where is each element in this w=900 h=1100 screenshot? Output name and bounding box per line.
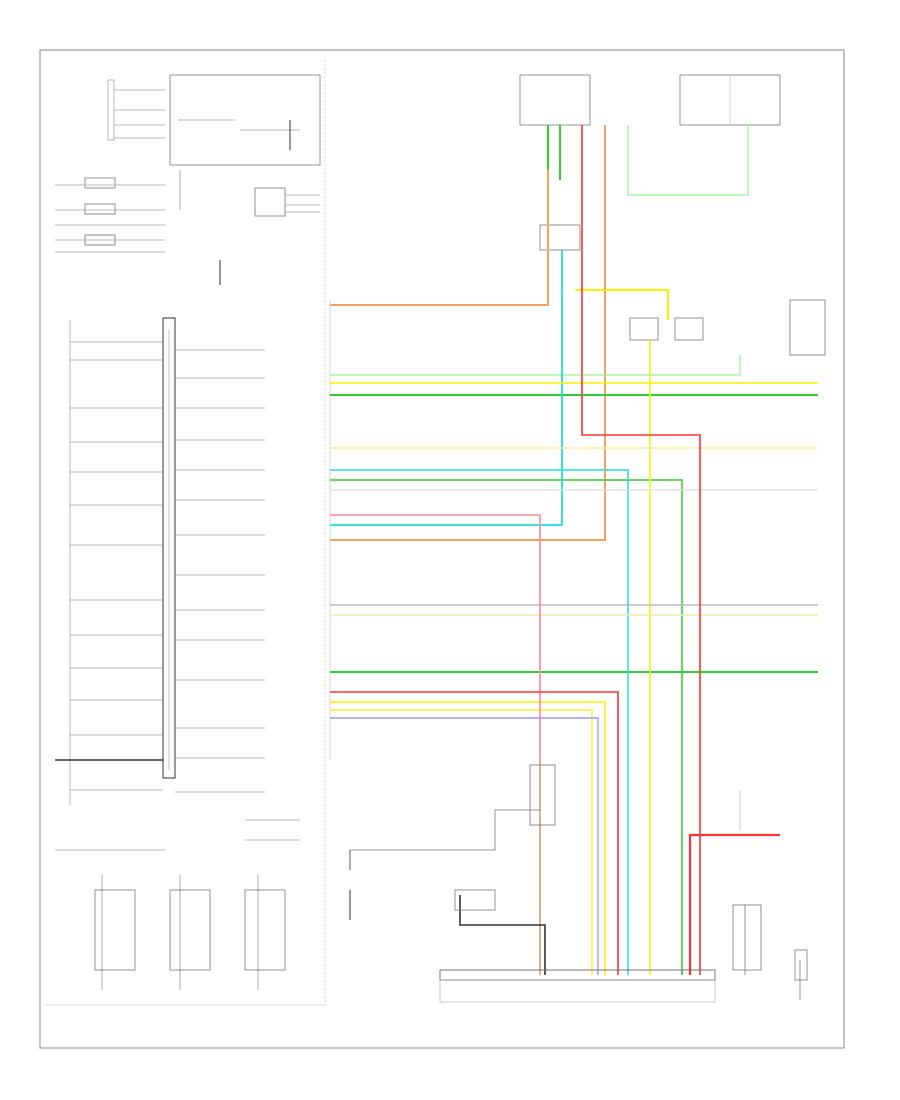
switch-group-1: [94, 889, 136, 971]
gauge-driver-box: [254, 187, 286, 217]
gauge-bus-bar: [162, 317, 176, 779]
black-wires: [349, 790, 801, 1000]
tachometer-section: [169, 74, 321, 166]
switch-group-2: [169, 889, 211, 971]
junction-connector: [539, 224, 581, 251]
instrument-panel-left-section: [45, 60, 326, 1006]
switch-group-3: [244, 889, 286, 971]
inline-connector: [529, 764, 556, 826]
control-module-1: [519, 74, 591, 126]
side-connector: [732, 904, 762, 971]
ground-connector: [794, 949, 808, 981]
bottom-connectors: [439, 764, 808, 1003]
relay-1: [629, 317, 659, 341]
colored-wires: [330, 125, 818, 975]
switch-module-right: [789, 299, 826, 356]
combination-meter-connector: [439, 969, 716, 981]
page-frame: [39, 49, 845, 1049]
sensor-connector: [454, 889, 496, 911]
top-modules: [519, 74, 826, 356]
relay-2: [674, 317, 704, 341]
indicator-switch-block: [107, 79, 115, 141]
